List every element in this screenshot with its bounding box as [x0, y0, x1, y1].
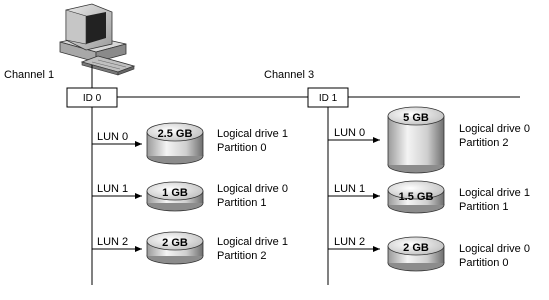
- lun-label: LUN 1: [334, 183, 365, 195]
- partition-label: Partition 1: [459, 201, 509, 213]
- disk-size-label: 1.5 GB: [399, 191, 434, 203]
- logical-drive-label: Logical drive 0: [459, 123, 530, 135]
- disk-size-label: 2 GB: [162, 237, 188, 249]
- arrow-icon: [373, 246, 380, 252]
- id-box-0: ID 0: [66, 87, 118, 108]
- channel-1-label: Channel 1: [4, 69, 54, 81]
- partition-label: Partition 2: [217, 250, 267, 262]
- id-box-1: ID 1: [307, 87, 349, 108]
- logical-drive-label: Logical drive 1: [217, 128, 288, 140]
- disk-drive-icon: [387, 236, 445, 272]
- partition-label: Partition 0: [459, 257, 509, 269]
- logical-drive-label: Logical drive 1: [459, 187, 530, 199]
- arrow-icon: [135, 246, 142, 252]
- partition-label: Partition 0: [217, 142, 267, 154]
- lun-label: LUN 0: [334, 127, 365, 139]
- partition-label: Partition 1: [217, 197, 267, 209]
- disk-drive-icon: [387, 106, 445, 174]
- lun-label: LUN 0: [97, 131, 128, 143]
- arrow-icon: [373, 137, 380, 143]
- id-0-label: ID 0: [83, 93, 102, 104]
- channel-3-label: Channel 3: [264, 69, 314, 81]
- arrow-icon: [373, 193, 380, 199]
- disk-drive-icon: [146, 181, 204, 212]
- disk-size-label: 5 GB: [403, 112, 429, 124]
- disk-drive-icon: [146, 122, 204, 165]
- arrow-icon: [135, 141, 142, 147]
- lun-label: LUN 2: [334, 236, 365, 248]
- disk-size-label: 1 GB: [162, 187, 188, 199]
- disk-size-label: 2.5 GB: [158, 128, 193, 140]
- desktop-computer-icon: [59, 3, 136, 76]
- disk-size-label: 2 GB: [403, 242, 429, 254]
- disk-drive-icon: [146, 231, 204, 265]
- partition-label: Partition 2: [459, 137, 509, 149]
- logical-drive-label: Logical drive 0: [217, 183, 288, 195]
- arrow-icon: [135, 193, 142, 199]
- id-1-label: ID 1: [319, 93, 338, 104]
- logical-drive-label: Logical drive 0: [459, 243, 530, 255]
- lun-label: LUN 1: [97, 183, 128, 195]
- disk-drive-icon: [387, 180, 445, 214]
- lun-label: LUN 2: [97, 236, 128, 248]
- logical-drive-label: Logical drive 1: [217, 236, 288, 248]
